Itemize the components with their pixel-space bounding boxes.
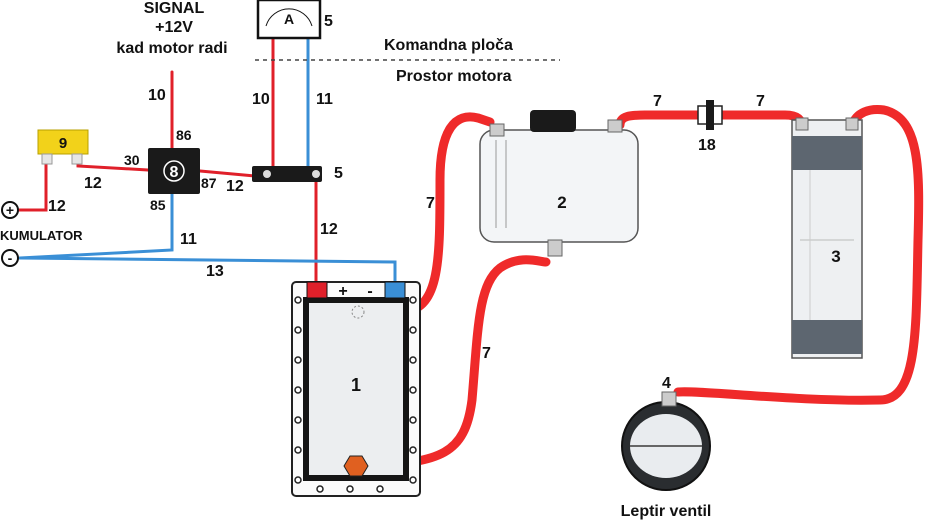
radiator-ref: 3	[831, 247, 840, 266]
relay-pin-87: 87	[201, 175, 217, 191]
wire-relay-to-shunt	[198, 169, 257, 178]
throttle-ref: 4	[662, 375, 671, 392]
check-valve-ref: 18	[698, 137, 716, 154]
hose-label-top-left: 7	[653, 93, 662, 110]
water-tank: 2	[479, 110, 639, 257]
cell-ref: 1	[351, 375, 361, 395]
hho-cell: + - 1	[291, 281, 421, 497]
relay-pin-85: 85	[150, 197, 166, 213]
wire-ground-13	[18, 256, 397, 288]
battery-minus-symbol: -	[8, 250, 13, 266]
wire-label-12-battery: 12	[48, 198, 66, 215]
relay: 8	[148, 148, 200, 194]
wire-label-12-relay-out: 12	[226, 178, 244, 195]
shunt-ref: 5	[334, 165, 343, 182]
throttle-label: Leptir ventil	[621, 503, 712, 520]
check-valve	[697, 100, 723, 130]
battery-minus-terminal: -	[1, 249, 19, 267]
hose-cell-to-tank	[399, 112, 495, 317]
shunt	[252, 166, 322, 182]
wire-label-10-ammeter: 10	[252, 91, 270, 108]
battery-plus-symbol: +	[6, 202, 14, 218]
wire-label-13-ground: 13	[206, 263, 224, 280]
battery-label: KUMULATOR	[0, 228, 83, 243]
battery-plus-terminal: +	[1, 201, 19, 219]
ammeter-ref: 5	[324, 13, 333, 30]
hose-label-tank-out: 7	[482, 345, 491, 362]
ammeter: A	[256, 0, 322, 40]
relay-ref: 8	[170, 164, 179, 181]
signal-voltage: +12V	[155, 19, 193, 36]
signal-title: SIGNAL	[144, 0, 205, 17]
wire-label-12-cell: 12	[320, 221, 338, 238]
cell-plus-symbol: +	[338, 283, 347, 300]
zone-dashboard-label: Komandna ploča	[384, 37, 513, 54]
hose-label-tank-in: 7	[426, 195, 435, 212]
hose-radiator-to-throttle	[673, 105, 924, 405]
signal-condition: kad motor radi	[116, 40, 227, 57]
throttle-valve	[621, 391, 711, 491]
wire-relay-ground	[18, 190, 174, 260]
hose-tank-to-valve	[615, 110, 703, 130]
wire-group	[16, 34, 397, 288]
wire-battery-to-fuse	[16, 160, 48, 212]
relay-pin-30: 30	[124, 152, 140, 168]
fuse-ref: 9	[59, 135, 67, 152]
wire-label-12-fuse: 12	[84, 175, 102, 192]
relay-pin-86: 86	[176, 127, 192, 143]
fuse: 9	[37, 129, 89, 165]
tank-ref: 2	[557, 193, 566, 212]
wire-label-10-signal: 10	[148, 87, 166, 104]
hose-valve-to-radiator	[717, 110, 807, 133]
hose-tank-to-cell-bottom	[363, 255, 551, 471]
radiator: 3	[791, 117, 863, 359]
hose-label-top-right: 7	[756, 93, 765, 110]
ammeter-symbol: A	[284, 11, 294, 27]
wire-label-11-ammeter: 11	[316, 91, 333, 108]
wire-label-11-ground: 11	[180, 231, 197, 248]
zone-engine-label: Prostor motora	[396, 68, 512, 85]
cell-minus-symbol: -	[367, 283, 372, 300]
